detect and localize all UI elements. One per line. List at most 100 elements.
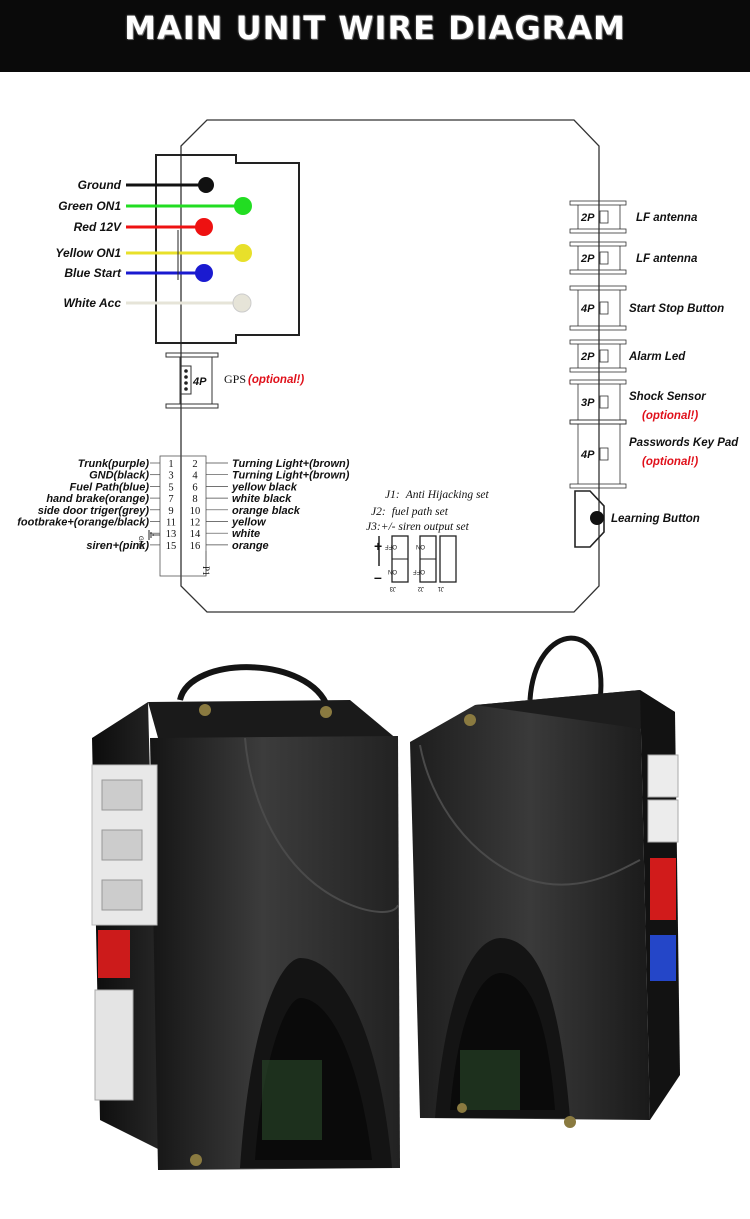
unit-outline: [180, 119, 600, 613]
header-banner: MAIN UNIT WIRE DIAGRAM: [0, 0, 750, 72]
p1-name: P1: [201, 566, 211, 576]
p1-pin-number: 5: [168, 482, 173, 493]
p1-pin-number: 16: [190, 541, 201, 552]
wire-label: Red 12V: [74, 220, 122, 234]
port-label: Shock Sensor: [629, 391, 706, 403]
p1-right-label: yellow black: [231, 481, 298, 493]
wire-label: Ground: [78, 178, 122, 192]
svg-text:GND: GND: [137, 536, 143, 550]
port-rail: [569, 285, 627, 291]
port-label: Alarm Led: [628, 351, 686, 363]
wire-terminal-icon: [234, 244, 252, 262]
p1-pin-number: 7: [168, 494, 173, 505]
p1-pin-number: 12: [190, 518, 201, 529]
p1-left-label: footbrake+(orange/black): [17, 517, 149, 529]
port-rail: [569, 325, 627, 331]
port-slot: [599, 395, 609, 409]
p1-pin-number: 2: [192, 459, 197, 470]
port-label: LF antenna: [636, 212, 698, 224]
ground-symbol-icon: GND: [137, 530, 160, 550]
wire-label: Blue Start: [64, 266, 122, 280]
jumper-minus: –: [374, 569, 382, 585]
gps-pins: 4P: [192, 376, 207, 388]
jumper-blocks: + – OFF ON ON OFF J3 J2 J1: [374, 535, 457, 591]
gps-optional: (optional!): [248, 374, 304, 386]
p1-right-label: orange: [232, 540, 269, 552]
port-pins: 2P: [580, 351, 595, 363]
j1-name: J1: [437, 585, 444, 591]
port-pins: 2P: [580, 253, 595, 265]
port-label: Passwords Key Pad: [629, 437, 739, 449]
port-rail: [569, 339, 627, 345]
wire-label: Yellow ON1: [55, 246, 121, 260]
p1-right-label: Turning Light+(brown): [232, 458, 350, 470]
jumper-plus: +: [374, 538, 382, 554]
port-rail: [569, 367, 627, 373]
p1-right-label: white black: [232, 493, 292, 505]
port-rail: [569, 483, 627, 489]
port-rail: [569, 228, 627, 234]
product-photo: [91, 635, 680, 1170]
wire-terminal-icon: [198, 177, 214, 193]
wire-terminal-icon: [234, 197, 252, 215]
port-slot: [599, 210, 609, 224]
port-rail: [569, 379, 627, 385]
p1-pin-number: 8: [192, 494, 197, 505]
p1-left-label: siren+(pink): [86, 540, 149, 552]
port-pins: 4P: [580, 449, 595, 461]
wire-terminal-icon: [195, 264, 213, 282]
port-rail: [569, 200, 627, 206]
port-pins: 4P: [580, 303, 595, 315]
port-optional: (optional!): [642, 456, 698, 468]
port-optional: (optional!): [642, 410, 698, 422]
svg-text:ON: ON: [416, 543, 425, 549]
wire-label: Green ON1: [58, 199, 121, 213]
p1-left-label: hand brake(orange): [46, 493, 149, 505]
port-pins: 3P: [581, 397, 595, 409]
jumper-note: J1:Anti Hijacking set: [385, 489, 490, 501]
p1-pin-number: 3: [168, 471, 173, 482]
port-slot: [599, 251, 609, 265]
p1-right-label: orange black: [232, 505, 301, 517]
gps-label: GPS: [224, 372, 246, 386]
p1-left-label: Fuel Path(blue): [70, 481, 150, 493]
p1-pin-number: 15: [166, 541, 177, 552]
p1-pin-number: 9: [168, 506, 173, 517]
learning-button-label: Learning Button: [611, 513, 700, 525]
p1-left-label: side door triger(grey): [38, 505, 150, 517]
j3-name: J3: [389, 585, 396, 591]
wire-terminal-icon: [232, 293, 252, 313]
page-title: MAIN UNIT WIRE DIAGRAM: [124, 9, 626, 47]
p1-pin-number: 10: [190, 506, 201, 517]
j2-name: J2: [417, 585, 424, 591]
learning-button-housing: [574, 490, 605, 548]
port-pins: 2P: [580, 212, 595, 224]
port-label: LF antenna: [636, 253, 698, 265]
port-rail: [569, 419, 627, 425]
port-rail: [569, 419, 627, 425]
jumper-note: J3:+/- siren output set: [366, 521, 470, 533]
p1-pin-number: 14: [190, 529, 201, 540]
main-connector: [155, 154, 300, 344]
port-slot: [599, 301, 609, 315]
p1-pin-number: 4: [192, 471, 198, 482]
p1-left-label: GND(black): [89, 470, 149, 482]
p1-left-label: Trunk(purple): [78, 458, 150, 470]
port-label: Start Stop Button: [629, 303, 724, 315]
svg-text:OFF: OFF: [413, 568, 425, 574]
port-rail: [569, 241, 627, 247]
p1-pin-number: 13: [166, 529, 177, 540]
p1-right-label: white: [232, 528, 260, 540]
wire-terminal-icon: [195, 218, 213, 236]
p1-connector: [159, 455, 207, 577]
wire-label: White Acc: [63, 296, 121, 310]
jumper-note: J2:fuel path set: [371, 506, 449, 518]
p1-right-label: Turning Light+(brown): [232, 470, 350, 482]
port-rail: [569, 269, 627, 275]
p1-pin-number: 11: [166, 518, 176, 529]
port-slot: [599, 349, 609, 363]
svg-text:OFF: OFF: [385, 543, 397, 549]
p1-right-label: yellow: [231, 517, 267, 529]
gps-connector: [165, 352, 219, 409]
